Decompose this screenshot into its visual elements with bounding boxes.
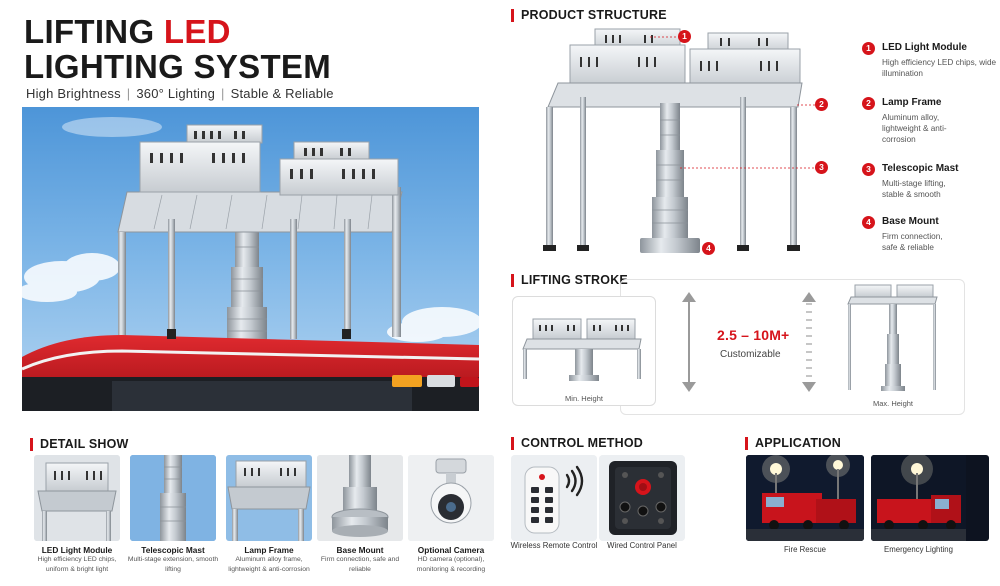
legend-desc: Aluminum alloy, lightweight & anti-corro… — [882, 113, 947, 144]
legend-number: 3 — [862, 163, 875, 176]
lamp-frame-thumbnail — [226, 455, 312, 541]
heading-accent — [511, 436, 514, 450]
legend-led-module: 1 LED Light Module High efficiency LED c… — [862, 42, 997, 82]
min-height-illustration — [522, 318, 642, 381]
stroke-heading: LIFTING STROKE — [511, 273, 628, 287]
legend-desc: High efficiency LED chips, wide illumina… — [882, 58, 997, 78]
stroke-range-value: 2.5 – 10M+ — [717, 327, 790, 343]
led-module-thumbnail — [34, 455, 120, 541]
detail-desc: Firm connection, safe and reliable — [320, 556, 400, 573]
control-label: Wired Control Panel — [607, 541, 677, 550]
hero-illustration — [22, 117, 479, 411]
heading-accent — [511, 8, 514, 22]
detail-desc: Aluminum alloy frame, lightweight & anti… — [228, 556, 310, 573]
fire-truck — [22, 329, 479, 411]
detail-title: LED Light Module — [41, 545, 113, 555]
detail-title: Base Mount — [336, 545, 384, 555]
heading-accent — [745, 436, 748, 450]
detail-card-base-mount — [317, 455, 403, 541]
legend-title: LED Light Module — [882, 42, 967, 53]
wired-panel-icon — [599, 455, 685, 541]
marker-1: 1 — [678, 30, 691, 43]
title-word-led: LED — [163, 13, 231, 50]
structure-mast — [640, 103, 700, 253]
legend-number: 4 — [862, 216, 875, 229]
feature-tagline: High Brightness | 360° Lighting | Stable & R… — [26, 86, 334, 101]
page-title: LIFTING LED LIGHTING SYSTEM — [24, 14, 331, 84]
legend-lamp-frame: 2 Lamp Frame Aluminum alloy, lightweight… — [862, 97, 997, 149]
marker-4: 4 — [702, 242, 715, 255]
control-card-remote — [511, 455, 597, 541]
clouds — [22, 117, 479, 342]
remote-control-icon — [511, 455, 597, 541]
legend-title: Lamp Frame — [882, 97, 942, 108]
base-mount-thumbnail — [317, 455, 403, 541]
camera-icon — [408, 455, 494, 541]
legend-base-mount: 4 Base Mount Firm connection, safe & rel… — [862, 216, 997, 256]
min-height-label: Min. Height — [565, 394, 603, 403]
detail-title: Lamp Frame — [244, 545, 294, 555]
title-word-lifting: LIFTING — [24, 13, 164, 50]
stroke-arrow-icon — [682, 292, 696, 392]
legend-desc: Multi-stage lifting, stable & smooth — [882, 179, 946, 199]
legend-number: 2 — [862, 97, 875, 110]
structure-led-modules — [569, 28, 801, 88]
heading-accent — [511, 273, 514, 287]
application-card-emergency-lighting — [871, 455, 989, 541]
title-line-2: LIGHTING SYSTEM — [24, 48, 332, 85]
marker-2: 2 — [815, 98, 828, 111]
legend-title: Telescopic Mast — [882, 163, 959, 174]
application-card-fire-rescue — [746, 455, 864, 541]
legend-telescopic-mast: 3 Telescopic Mast Multi-stage lifting, s… — [862, 163, 997, 203]
legend-title: Base Mount — [882, 216, 939, 227]
hero-image — [22, 107, 479, 411]
fire-rescue-image — [746, 455, 864, 541]
detail-desc: High efficiency LED chips, uniform & bri… — [37, 556, 117, 573]
led-modules — [139, 124, 399, 196]
max-height-illustration — [847, 284, 938, 391]
legend-desc: Firm connection, safe & reliable — [882, 232, 943, 252]
heading-accent — [30, 437, 33, 451]
structure-heading: PRODUCT STRUCTURE — [511, 8, 667, 22]
application-heading: APPLICATION — [745, 436, 841, 450]
marker-3: 3 — [815, 161, 828, 174]
structure-frame — [543, 82, 803, 251]
min-height-card: Min. Height — [512, 296, 656, 406]
separator: | — [221, 86, 225, 101]
structure-diagram — [543, 28, 816, 253]
emergency-lighting-image — [871, 455, 966, 541]
feature-brightness: High Brightness — [26, 86, 121, 101]
wireless-signal-icon — [565, 465, 584, 497]
feature-stable: Stable & Reliable — [230, 86, 334, 101]
detail-heading: DETAIL SHOW — [30, 437, 129, 451]
detail-card-telescopic-mast — [130, 455, 216, 541]
detail-title: Telescopic Mast — [141, 545, 205, 555]
detail-desc: Multi-stage extension, smooth lifting — [127, 556, 219, 573]
separator: | — [126, 86, 131, 101]
mast-thumbnail — [130, 455, 216, 541]
application-label: Fire Rescue — [783, 545, 827, 554]
detail-card-optional-camera — [408, 455, 494, 541]
feature-360: 360° Lighting — [136, 86, 215, 101]
mast-height-arrow-icon — [802, 292, 816, 392]
detail-card-led-module — [34, 455, 120, 541]
lamp-frame — [117, 187, 403, 347]
detail-title: Optional Camera — [417, 545, 485, 555]
application-label: Emergency Lighting — [884, 545, 953, 554]
max-height-label: Max. Height — [872, 399, 914, 408]
legend-number: 1 — [862, 42, 875, 55]
detail-card-lamp-frame — [226, 455, 312, 541]
detail-desc: HD camera (optional), monitoring & recor… — [416, 556, 486, 573]
control-heading: CONTROL METHOD — [511, 436, 643, 450]
stroke-customizable-note: Customizable — [720, 349, 781, 360]
callout-lines — [650, 36, 816, 169]
control-card-wired-panel — [599, 455, 685, 541]
control-label: Wireless Remote Control — [510, 541, 598, 550]
